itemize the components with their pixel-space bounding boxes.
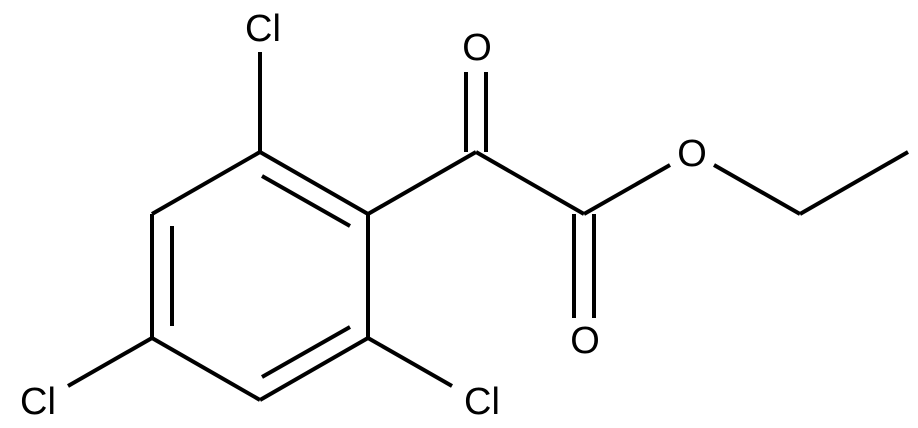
ring-bond-6 (151, 150, 261, 216)
atom-label-cl-top: Cl (245, 8, 281, 50)
bond-ring-to-carbonyl (367, 150, 477, 216)
atom-label-o-ester-single: O (677, 133, 707, 175)
bond-ester-carbon-to-o (583, 163, 671, 216)
ring-bond-3 (259, 336, 369, 402)
bond-ring-to-cl-left (67, 336, 153, 388)
atom-label-cl-left: Cl (20, 381, 56, 423)
bond-o-to-ethyl-ch2 (713, 163, 801, 216)
ring-bond-3-inner (261, 325, 351, 379)
ring-bond-4 (151, 336, 261, 402)
atom-label-o-ester-double: O (570, 320, 600, 362)
atom-label-o-ketone: O (462, 27, 492, 69)
bond-ethyl-ch2-to-ch3 (799, 150, 909, 216)
ring-bond-1-inner (261, 174, 351, 228)
benzene-ring (150, 150, 370, 402)
bond-ring-to-cl-bottom-right (367, 336, 453, 388)
bond-carbonyl-to-ester-carbon (475, 150, 585, 216)
atom-label-cl-bottom-right: Cl (464, 381, 500, 423)
ring-bond-1 (259, 150, 369, 216)
